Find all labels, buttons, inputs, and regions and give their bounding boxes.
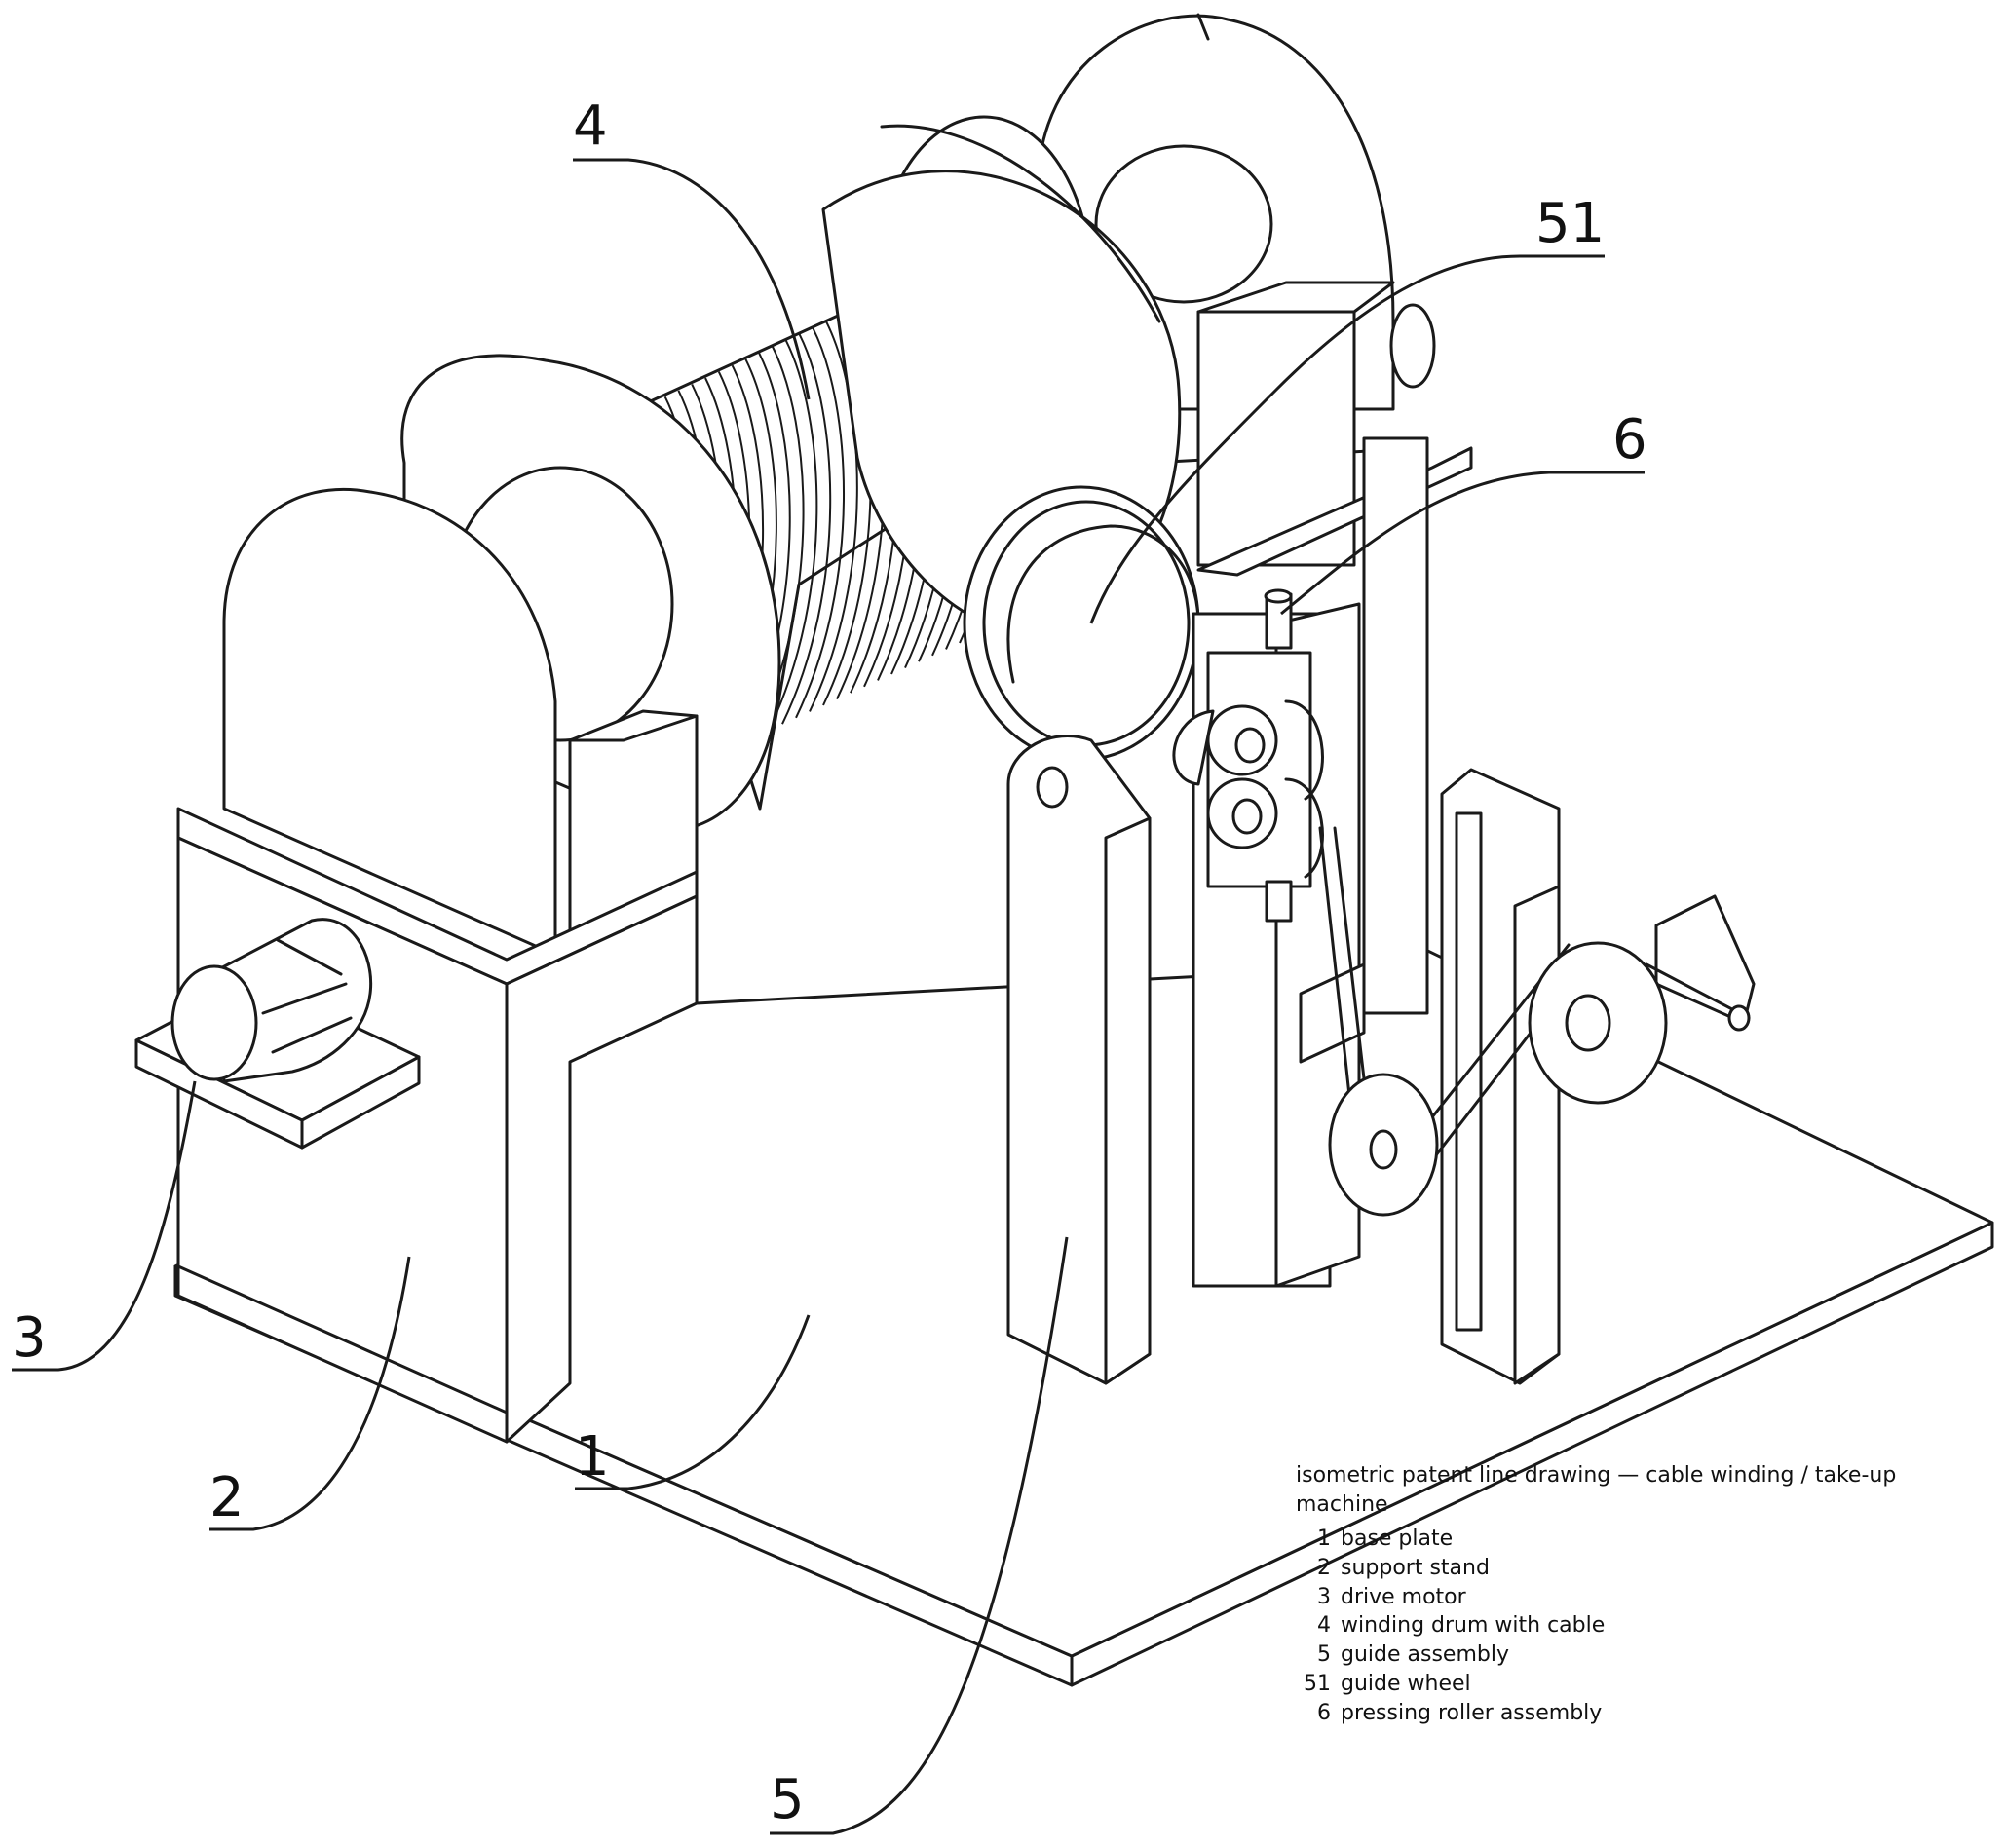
label-4: 4 [573,94,608,158]
legend-number: 51 [1304,1671,1331,1696]
belt-drive [1299,768,1756,1385]
label-1: 1 [575,1425,610,1489]
figure-subject: cable winding / take-up machine [1296,1463,1897,1517]
leader-5 [770,1236,1069,1835]
legend-item: 3 drive motor [1296,1583,1978,1612]
cable-coil [781,333,832,725]
press-roller-assembly [1172,588,1361,1288]
label-51: 51 [1535,192,1605,255]
guide-post [1006,735,1152,1385]
leader-3 [12,1080,197,1372]
guide-wheel [963,485,1200,762]
label-2: 2 [209,1466,245,1529]
leader-6 [1280,471,1645,616]
legend-item: 51 guide wheel [1296,1670,1978,1699]
figure-caption: isometric patent line drawing — cable wi… [1296,1461,1978,1727]
legend-part: drive motor [1341,1584,1466,1609]
legend-part: support stand [1341,1556,1490,1581]
legend-part: winding drum with cable [1341,1613,1606,1639]
label-6: 6 [1612,408,1647,471]
cable-coil [795,327,846,719]
reference-labels: 4 51 6 3 2 1 5 [12,94,1647,1831]
label-3: 3 [12,1306,47,1370]
legend-number: 4 [1317,1613,1331,1639]
legend-number: 3 [1317,1584,1331,1609]
legend-part: pressing roller assembly [1341,1700,1603,1725]
legend-item: 6 pressing roller assembly [1296,1699,1978,1728]
legend-part: guide assembly [1341,1642,1509,1668]
label-5: 5 [770,1768,805,1831]
leader-1 [575,1314,811,1490]
legend-number: 5 [1317,1642,1331,1668]
leader-lines [12,158,1645,1835]
legend-number: 1 [1317,1527,1331,1552]
legend-item: 1 base plate [1296,1525,1978,1554]
legend-part: guide wheel [1341,1671,1471,1696]
cable-coil [768,340,818,732]
leader-2 [209,1256,411,1531]
right-flange-assembly [1036,13,1473,1015]
leader-4 [573,158,811,400]
legend-item: 5 guide assembly [1296,1641,1978,1670]
cable-coil [809,321,858,712]
drive-motor [134,918,421,1150]
legend-item: 4 winding drum with cable [1296,1611,1978,1641]
legend-item: 2 support stand [1296,1554,1978,1583]
legend-number: 6 [1317,1700,1331,1725]
figure-type: isometric patent line drawing [1296,1463,1611,1488]
legend-number: 2 [1317,1556,1331,1581]
leader-51 [1089,254,1605,624]
caption-title: isometric patent line drawing — cable wi… [1296,1463,1897,1517]
legend-part: base plate [1341,1527,1454,1552]
